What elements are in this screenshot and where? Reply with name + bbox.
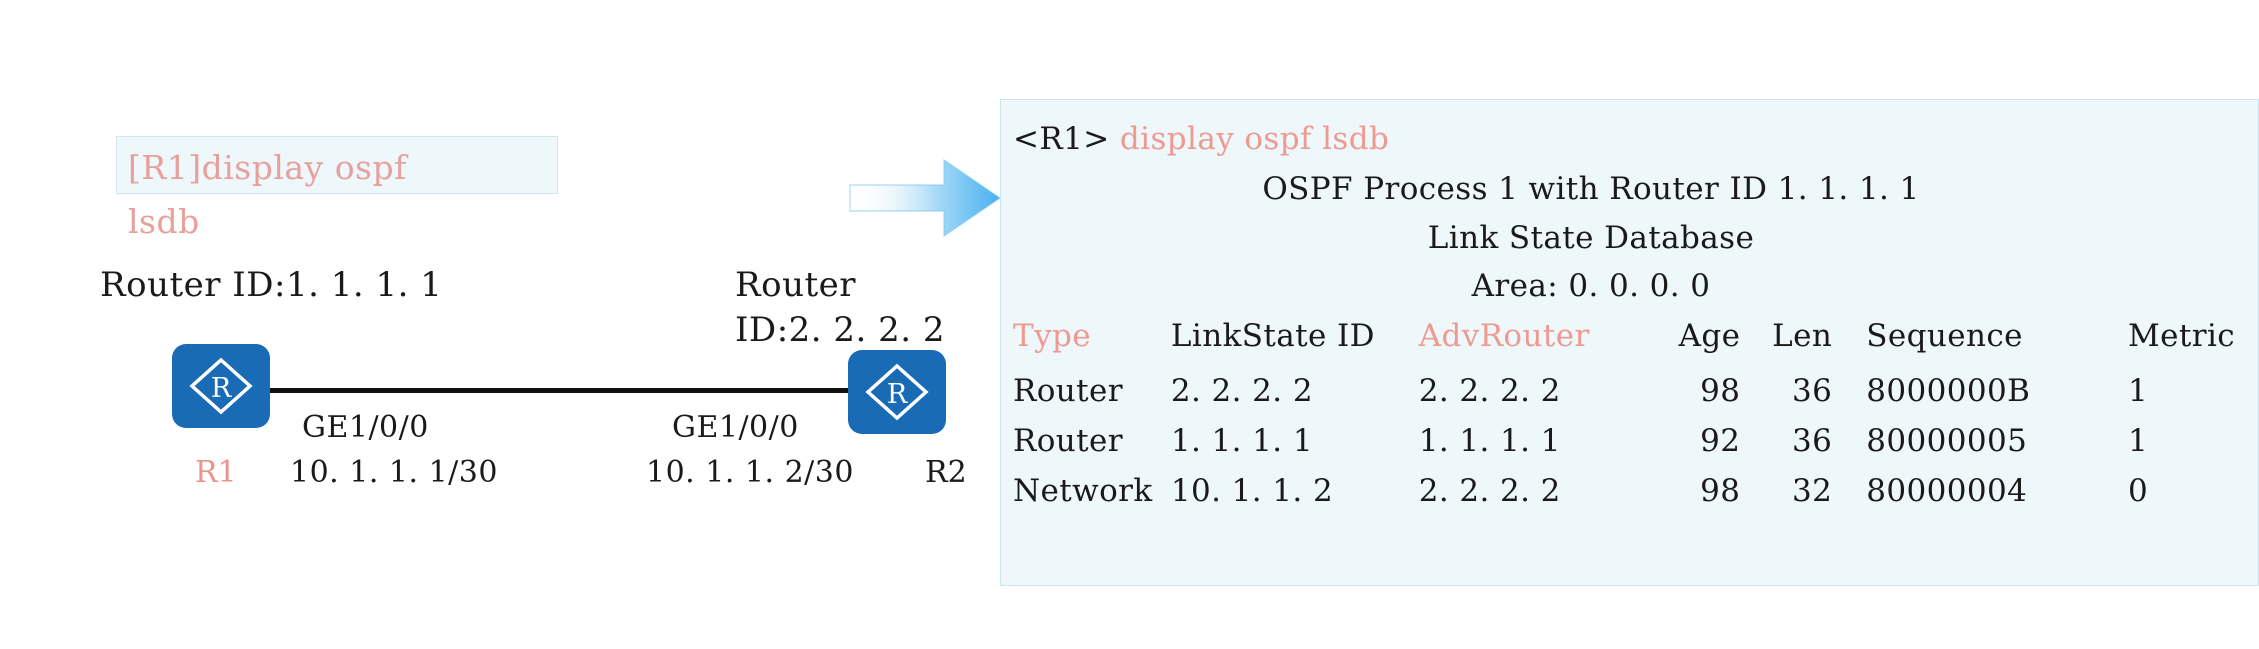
lsdb-table-header-row: Type LinkState ID AdvRouter Age Len Sequ…	[1013, 318, 2258, 366]
right-interface-ip: 10. 1. 1. 2/30	[646, 455, 854, 490]
cell-age: 98	[1700, 473, 1741, 509]
svg-text:R: R	[211, 373, 232, 404]
left-interface-name: GE1/0/0	[302, 410, 429, 445]
terminal-header-area: Area: 0. 0. 0. 0	[1471, 268, 1711, 304]
terminal-prompt: <R1>	[1013, 121, 1110, 157]
router-icon-r1[interactable]: R	[172, 344, 270, 428]
cell-len: 36	[1792, 373, 1833, 409]
left-interface-ip: 10. 1. 1. 1/30	[290, 455, 498, 490]
cell-type: Router	[1013, 423, 1123, 459]
column-header-metric: Metric	[2128, 318, 2236, 354]
lsdb-table: Type LinkState ID AdvRouter Age Len Sequ…	[1013, 318, 2258, 516]
cell-metric: 0	[2128, 473, 2149, 509]
cell-type: Network	[1013, 473, 1153, 509]
right-router-id-label-line-1: Router	[735, 265, 857, 305]
cell-sequence: 80000005	[1866, 423, 2028, 459]
column-header-sequence: Sequence	[1866, 318, 2023, 354]
terminal-header-process: OSPF Process 1 with Router ID 1. 1. 1. 1	[1262, 171, 1920, 207]
left-router-name-label: R1	[195, 455, 237, 490]
column-header-age: Age	[1678, 318, 1741, 354]
router-icon-r2[interactable]: R	[848, 350, 946, 434]
terminal-prompt-line: <R1> display ospf lsdb	[1013, 121, 1389, 157]
terminal-command: display ospf lsdb	[1119, 121, 1390, 157]
right-router-id-label-line-2: ID:2. 2. 2. 2	[735, 310, 946, 350]
right-interface-name: GE1/0/0	[672, 410, 799, 445]
cell-type: Router	[1013, 373, 1123, 409]
cell-linkstate-id: 2. 2. 2. 2	[1170, 373, 1313, 409]
svg-text:R: R	[887, 379, 908, 410]
router-glyph: R	[865, 363, 929, 421]
network-link-line	[268, 388, 853, 393]
left-router-id-label: Router ID:1. 1. 1. 1	[100, 265, 443, 305]
right-router-name-label: R2	[925, 455, 967, 490]
cell-age: 98	[1700, 373, 1741, 409]
cell-len: 32	[1792, 473, 1833, 509]
cell-advrouter: 2. 2. 2. 2	[1418, 373, 1561, 409]
cell-len: 36	[1792, 423, 1833, 459]
terminal-output-panel: <R1> display ospf lsdb OSPF Process 1 wi…	[1000, 99, 2259, 586]
command-callout-line-2: lsdb	[128, 202, 200, 241]
column-header-linkstate-id: LinkState ID	[1170, 318, 1375, 354]
cell-metric: 1	[2128, 423, 2149, 459]
column-header-type: Type	[1013, 318, 1091, 354]
table-row: Router 1. 1. 1. 1 1. 1. 1. 1 92 36 80000…	[1013, 416, 2258, 466]
cell-linkstate-id: 1. 1. 1. 1	[1170, 423, 1313, 459]
column-header-len: Len	[1772, 318, 1833, 354]
cell-linkstate-id: 10. 1. 1. 2	[1170, 473, 1334, 509]
table-row: Network 10. 1. 1. 2 2. 2. 2. 2 98 32 800…	[1013, 466, 2258, 516]
cell-advrouter: 1. 1. 1. 1	[1418, 423, 1561, 459]
column-header-advrouter: AdvRouter	[1418, 318, 1590, 354]
cell-age: 92	[1700, 423, 1741, 459]
cell-advrouter: 2. 2. 2. 2	[1418, 473, 1561, 509]
right-arrow-icon	[849, 158, 1002, 238]
table-row: Router 2. 2. 2. 2 2. 2. 2. 2 98 36 80000…	[1013, 366, 2258, 416]
cell-sequence: 8000000B	[1866, 373, 2031, 409]
cell-sequence: 80000004	[1866, 473, 2028, 509]
command-callout-box	[116, 136, 558, 194]
cell-metric: 1	[2128, 373, 2149, 409]
terminal-header-lsdb: Link State Database	[1427, 220, 1755, 256]
command-callout-line-1: [R1]display ospf	[128, 148, 407, 187]
router-glyph: R	[189, 357, 253, 415]
